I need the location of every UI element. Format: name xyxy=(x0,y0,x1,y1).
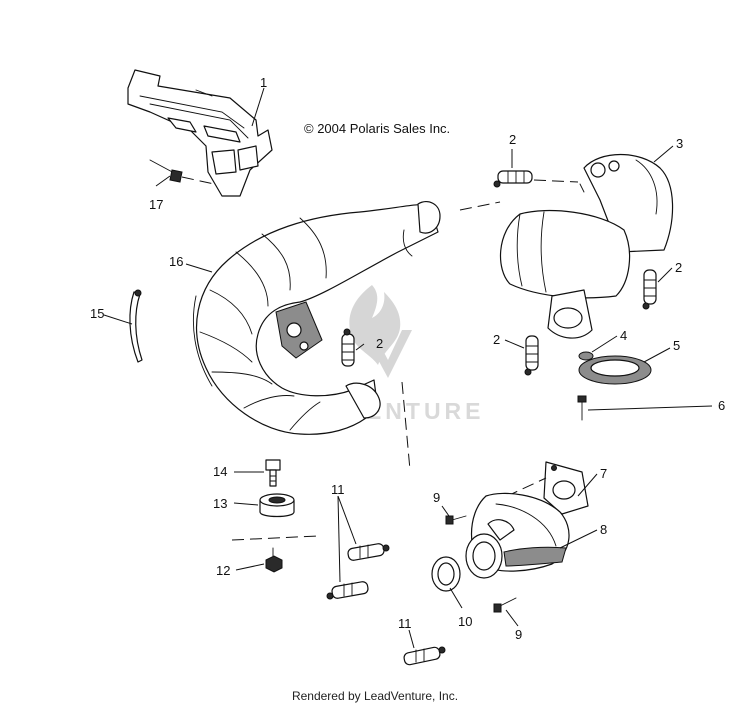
callout-16: 16 xyxy=(169,254,183,269)
callout-9: 9 xyxy=(515,627,522,642)
bolt-part[interactable] xyxy=(493,597,517,613)
copyright-text: © 2004 Polaris Sales Inc. xyxy=(304,121,450,136)
spring-part[interactable] xyxy=(347,543,390,561)
flange-part[interactable] xyxy=(543,461,589,515)
callout-12: 12 xyxy=(216,563,230,578)
strap-part[interactable] xyxy=(129,289,143,363)
callout-11: 11 xyxy=(398,616,412,631)
callout-14: 14 xyxy=(213,464,227,479)
bolt-part[interactable] xyxy=(265,459,281,487)
spring-part[interactable] xyxy=(524,335,539,376)
callout-2: 2 xyxy=(493,332,500,347)
callout-13: 13 xyxy=(213,496,227,511)
screw-part[interactable] xyxy=(577,395,587,421)
spring-part[interactable] xyxy=(642,269,657,310)
gasket-part[interactable] xyxy=(431,556,461,592)
bolt-part[interactable] xyxy=(445,515,467,525)
callout-6: 6 xyxy=(718,398,725,413)
spring-part[interactable] xyxy=(403,646,446,666)
expansion-chamber-part[interactable] xyxy=(192,201,441,435)
callout-8: 8 xyxy=(600,522,607,537)
washer-part[interactable] xyxy=(578,351,594,361)
spacer-part[interactable] xyxy=(259,493,295,518)
callout-1: 1 xyxy=(260,75,267,90)
callout-10: 10 xyxy=(458,614,472,629)
spring-part[interactable] xyxy=(341,328,355,367)
mounting-plate-part[interactable] xyxy=(127,69,273,197)
callout-3: 3 xyxy=(676,136,683,151)
callout-2: 2 xyxy=(675,260,682,275)
callout-7: 7 xyxy=(600,466,607,481)
mounting-bolt-part[interactable] xyxy=(149,159,215,185)
callout-9: 9 xyxy=(433,490,440,505)
callout-17: 17 xyxy=(149,197,163,212)
nut-part[interactable] xyxy=(265,555,283,573)
callout-2: 2 xyxy=(509,132,516,147)
callout-5: 5 xyxy=(673,338,680,353)
silencer-part[interactable] xyxy=(499,153,674,339)
callout-11: 11 xyxy=(331,482,345,497)
exhaust-manifold-part[interactable] xyxy=(465,492,570,579)
spring-part[interactable] xyxy=(326,581,369,600)
callout-4: 4 xyxy=(620,328,627,343)
leader-lines xyxy=(103,87,713,649)
grommet-part[interactable] xyxy=(578,355,652,385)
footer-credit: Rendered by LeadVenture, Inc. xyxy=(292,689,458,703)
callout-15: 15 xyxy=(90,306,104,321)
callout-2: 2 xyxy=(376,336,383,351)
spring-part[interactable] xyxy=(493,170,579,188)
